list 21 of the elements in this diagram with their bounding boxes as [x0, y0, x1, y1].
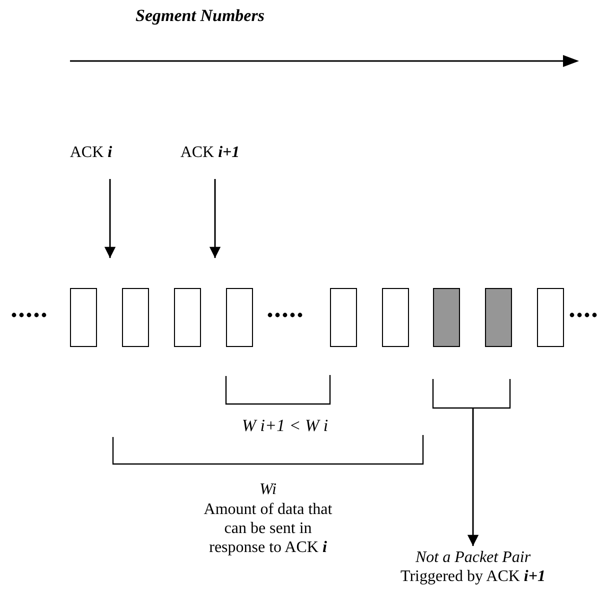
- segment: [537, 288, 564, 347]
- segment: [382, 288, 409, 347]
- ack-label: ACK i: [66, 143, 116, 163]
- shaded-segment: [433, 288, 460, 347]
- axis-title: Segment Numbers: [134, 6, 266, 25]
- arrow: [104, 179, 116, 258]
- note-line: Not a Packet Pair: [414, 548, 532, 567]
- arrow: [467, 408, 479, 546]
- segment: [122, 288, 149, 347]
- annotation-text: Wi: [258, 480, 278, 499]
- segment: [330, 288, 357, 347]
- segment: [226, 288, 253, 347]
- annotation-text: Amount of data that can be sent in response to ACK i: [202, 500, 334, 557]
- bracket: [432, 379, 511, 409]
- shaded-segment: [485, 288, 512, 347]
- note-line: Triggered by ACK i+1: [400, 567, 546, 586]
- segment: [174, 288, 201, 347]
- arrow: [209, 179, 221, 258]
- annotation-text: W i+1 < W i: [240, 416, 330, 435]
- ack-label: ACK i+1: [176, 143, 244, 163]
- segment: [70, 288, 97, 347]
